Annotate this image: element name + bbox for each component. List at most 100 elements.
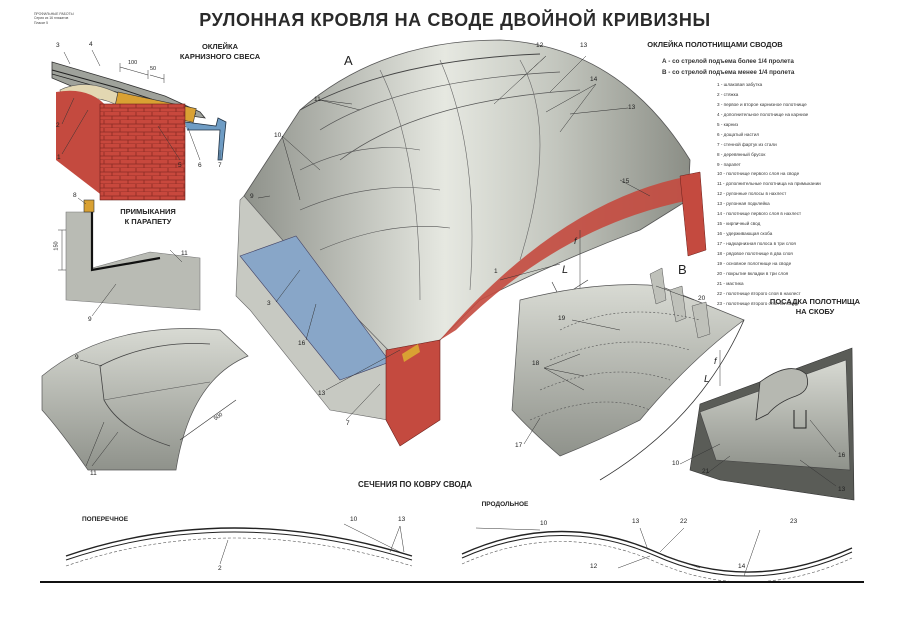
legend-item: 15 - кирпичный свод bbox=[717, 221, 761, 227]
callout-10: 10 bbox=[672, 460, 680, 467]
callout-3: 3 bbox=[267, 300, 271, 307]
legend-item: 2 - стяжка bbox=[717, 91, 739, 97]
callout-17: 17 bbox=[515, 442, 523, 449]
callout-7: 7 bbox=[218, 162, 222, 169]
eaves-detail bbox=[51, 49, 227, 201]
span-letter-a: L bbox=[562, 264, 569, 276]
callout-23: 23 bbox=[790, 518, 798, 525]
callout-11: 11 bbox=[181, 250, 188, 257]
legend-item: 4 - дополнительное полотнище на карнизе bbox=[717, 111, 809, 117]
callout-20: 20 bbox=[698, 295, 706, 302]
caption-line: ПОСАДКА ПОЛОТНИЩА bbox=[769, 297, 861, 306]
legend-item: 20 - покрытие вкладки в три слоя bbox=[717, 270, 789, 276]
callout-6: 6 bbox=[198, 162, 202, 169]
dimension-150: 150 bbox=[53, 241, 60, 251]
callout-13: 13 bbox=[838, 486, 846, 493]
legend-item: 23 - полотнище второго слоя на своде bbox=[717, 300, 799, 306]
legend-item: 21 - мастика bbox=[717, 280, 744, 286]
callout-16: 16 bbox=[838, 452, 846, 459]
callout-18: 18 bbox=[532, 360, 540, 367]
callout-1: 1 bbox=[57, 154, 61, 161]
legend-item: 7 - стенной фартук из стали bbox=[717, 141, 777, 147]
callout-13: 13 bbox=[318, 390, 326, 397]
legend-item: 9 - парапет bbox=[717, 161, 741, 167]
callout-13: 13 bbox=[398, 516, 406, 523]
legend: 1 - шлаковая забутка 2 - стяжка 3 - перв… bbox=[717, 80, 902, 309]
callout-19: 19 bbox=[558, 315, 566, 322]
callout-12: 12 bbox=[590, 563, 598, 570]
sections-caption: СЕЧЕНИЯ ПО КОВРУ СВОДА bbox=[357, 480, 473, 489]
cover-variant-b: В - со стрелой подъема менее 1/4 пролета bbox=[662, 69, 795, 76]
caption-line: К ПАРАПЕТУ bbox=[124, 217, 172, 226]
corner-note-line: Плакат 5 bbox=[34, 20, 49, 25]
vault-b-letter: В bbox=[678, 262, 687, 277]
cover-caption: ОКЛЕЙКА ПОЛОТНИЩАМИ СВОДОВ bbox=[647, 40, 783, 49]
longitudinal-section bbox=[461, 527, 853, 583]
parapet-caption: ПРИМЫКАНИЯ К ПАРАПЕТУ bbox=[98, 207, 198, 227]
legend-item: 16 - удерживающая скоба bbox=[717, 231, 773, 237]
legend-item: 14 - полотнище первого слоя в нахлест bbox=[717, 211, 802, 217]
callout-4: 4 bbox=[89, 41, 93, 48]
staple-caption: ПОСАДКА ПОЛОТНИЩА НА СКОБУ bbox=[760, 297, 870, 317]
callout-14: 14 bbox=[590, 76, 598, 83]
callout-11: 11 bbox=[90, 470, 97, 477]
main-vault bbox=[235, 39, 707, 447]
legend-item: 8 - деревянный брусок bbox=[717, 151, 766, 157]
caption-line: ПРИМЫКАНИЯ bbox=[120, 207, 176, 216]
caption-line: НА СКОБУ bbox=[795, 307, 835, 316]
callout-14: 14 bbox=[738, 563, 746, 570]
callout-9: 9 bbox=[88, 316, 92, 323]
legend-item: 17 - надкарнизная полоса в три слоя bbox=[717, 241, 796, 246]
corner-note-line: Серия из 16 плакатов bbox=[34, 16, 69, 21]
callout-1: 1 bbox=[494, 268, 498, 275]
callout-21: 21 bbox=[702, 468, 710, 475]
legend-item: 3 - первое и второе карнизное полотнище bbox=[717, 101, 807, 107]
legend-item: 19 - основное полотнище на своде bbox=[717, 260, 792, 266]
legend-item: 10 - полотнище первого слоя на своде bbox=[717, 171, 800, 177]
legend-item: 12 - рулонные полосы в нахлест bbox=[717, 191, 787, 197]
transverse-section bbox=[65, 523, 413, 567]
cover-variant-a: А - со стрелой подъема более 1/4 пролета bbox=[662, 58, 794, 65]
callout-7: 7 bbox=[346, 420, 350, 427]
rise-letter-b: f bbox=[714, 356, 717, 366]
callout-11: 11 bbox=[314, 96, 321, 103]
callout-13: 13 bbox=[632, 518, 640, 525]
parapet-detail bbox=[58, 197, 201, 317]
callout-2: 2 bbox=[218, 565, 222, 572]
legend-item: 13 - рулонная подклейка bbox=[717, 201, 770, 207]
eaves-caption: ОКЛЕЙКА КАРНИЗНОГО СВЕСА bbox=[160, 42, 280, 62]
staple-detail bbox=[679, 347, 855, 501]
callout-10: 10 bbox=[540, 520, 548, 527]
callout-9: 9 bbox=[75, 354, 79, 361]
callout-13: 13 bbox=[628, 104, 636, 111]
callout-12: 12 bbox=[536, 42, 544, 49]
callout-16: 16 bbox=[298, 340, 306, 347]
legend-item: 11 - дополнительные полотнища на примыка… bbox=[717, 181, 821, 187]
caption-line: ОКЛЕЙКА bbox=[201, 42, 239, 51]
legend-item: 18 - рядовое полотнище в два слоя bbox=[717, 250, 793, 256]
vault-b bbox=[511, 267, 745, 481]
legend-item: 6 - дощатый настил bbox=[717, 131, 760, 137]
dimension-50: 50 bbox=[150, 66, 157, 72]
callout-3: 3 bbox=[56, 42, 60, 49]
poster-title: РУЛОННАЯ КРОВЛЯ НА СВОДЕ ДВОЙНОЙ КРИВИЗН… bbox=[199, 10, 711, 30]
callout-10: 10 bbox=[274, 132, 282, 139]
span-letter-b: L bbox=[704, 374, 710, 385]
transverse-caption: ПОПЕРЕЧНОЕ bbox=[81, 516, 129, 523]
legend-item: 1 - шлаковая забутка bbox=[717, 82, 763, 87]
callout-22: 22 bbox=[680, 518, 688, 525]
corner-note: ПРОФИЛЬНЫЕ РАБОТЫ Серия из 16 плакатов П… bbox=[34, 12, 94, 25]
vault-a-letter: А bbox=[344, 53, 353, 68]
callout-8: 8 bbox=[73, 192, 77, 199]
longitudinal-caption: ПРОДОЛЬНОЕ bbox=[481, 501, 529, 508]
callout-13: 13 bbox=[580, 42, 588, 49]
callout-10: 10 bbox=[350, 516, 358, 523]
caption-line: КАРНИЗНОГО СВЕСА bbox=[179, 52, 261, 61]
callout-2: 2 bbox=[56, 122, 60, 129]
legend-item: 22 - полотнище второго слоя в нахлест bbox=[717, 290, 801, 296]
legend-item: 5 - карниз bbox=[717, 121, 739, 127]
callout-5: 5 bbox=[178, 162, 182, 169]
callout-15: 15 bbox=[622, 178, 630, 185]
corner-note-line: ПРОФИЛЬНЫЕ РАБОТЫ bbox=[34, 12, 74, 16]
